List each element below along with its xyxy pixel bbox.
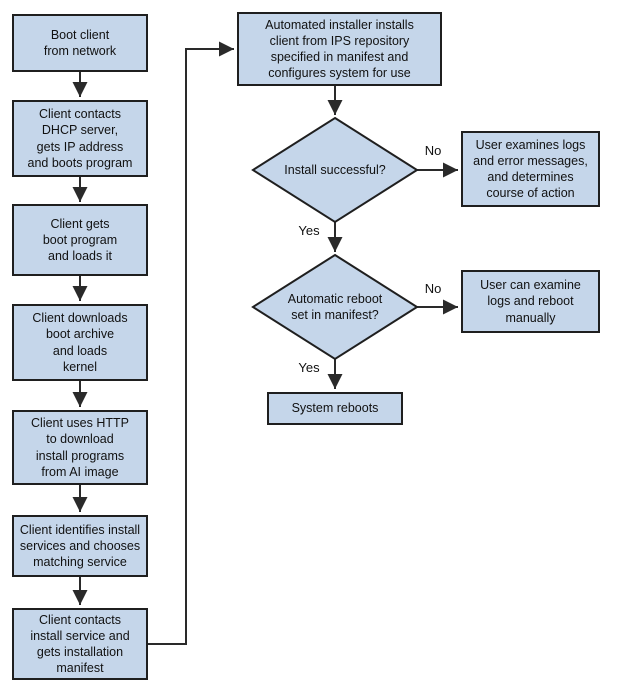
step-http-download: Client uses HTTP to download install pro… — [12, 410, 148, 485]
step-boot-client: Boot client from network — [12, 14, 148, 72]
decision-install-successful-shape — [251, 116, 419, 224]
step-boot-program: Client gets boot program and loads it — [12, 204, 148, 276]
decision-automatic-reboot-shape — [251, 253, 419, 361]
edge-label-reboot-yes: Yes — [298, 360, 320, 375]
outcome-manual-reboot: User can examine logs and reboot manuall… — [461, 270, 600, 333]
edge-label-reboot-no: No — [424, 281, 442, 296]
step-system-reboots: System reboots — [267, 392, 403, 425]
edge-label-install-yes: Yes — [298, 223, 320, 238]
edge-label-install-no: No — [424, 143, 442, 158]
step-identify-services: Client identifies install services and c… — [12, 515, 148, 577]
step-automated-installer: Automated installer installs client from… — [237, 12, 442, 86]
connector-contact-service-to-automated-install — [148, 41, 234, 645]
step-contact-install-service: Client contacts install service and gets… — [12, 608, 148, 680]
step-boot-archive: Client downloads boot archive and loads … — [12, 304, 148, 381]
step-dhcp-contact: Client contacts DHCP server, gets IP add… — [12, 100, 148, 177]
outcome-user-examines-logs: User examines logs and error messages, a… — [461, 131, 600, 207]
